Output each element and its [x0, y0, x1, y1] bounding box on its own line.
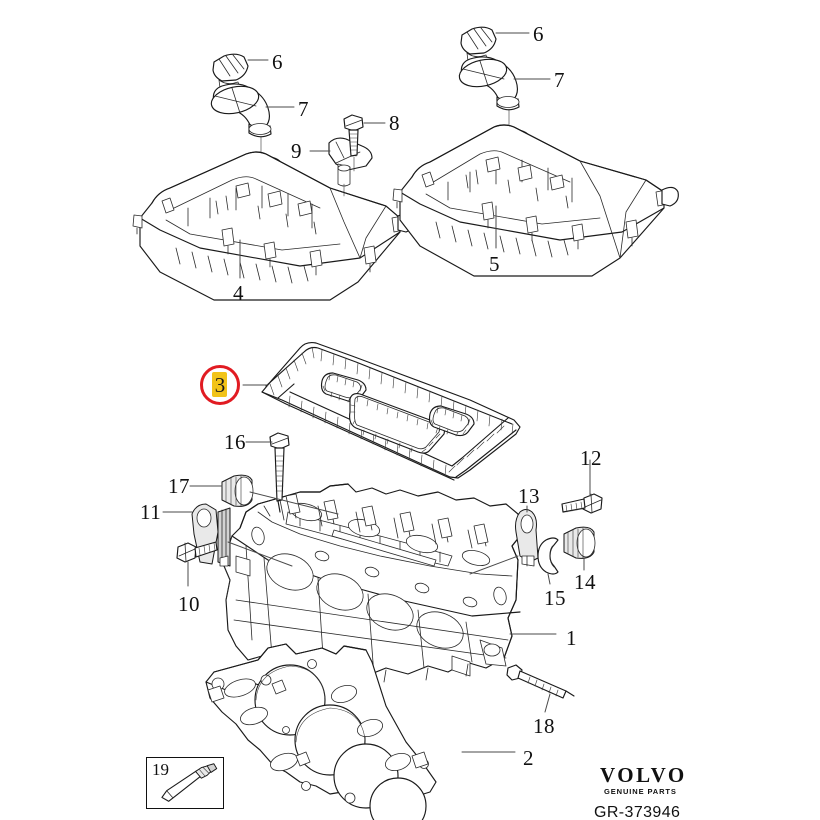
callout-3-highlighted[interactable]: 3 — [200, 365, 240, 405]
callout-10[interactable]: 10 — [178, 592, 200, 616]
head-intake-ports — [251, 526, 507, 606]
callout-6-left[interactable]: 6 — [272, 50, 283, 74]
callout-12[interactable]: 12 — [580, 446, 602, 470]
oil-filler-neck-right-icon — [458, 56, 520, 111]
bushing-icon — [563, 526, 596, 559]
gasket-texture — [269, 346, 514, 477]
head-cam-saddles — [279, 493, 489, 549]
callout-8[interactable]: 8 — [389, 111, 400, 135]
callout-11[interactable]: 11 — [140, 500, 162, 524]
gasket-opening-large — [349, 392, 445, 454]
valve-cover-right-lugs — [465, 156, 569, 209]
sealant-legend-box: 19 — [146, 757, 224, 809]
sealant-tube-icon — [161, 763, 218, 802]
callout-16[interactable]: 16 — [224, 430, 246, 454]
callout-7-right[interactable]: 7 — [554, 68, 565, 92]
cylinder-head-bolt-icon — [269, 432, 290, 513]
lifting-eye-icon — [515, 509, 539, 567]
leader-lines — [162, 32, 591, 753]
diagram-reference-code: GR-373946 — [594, 803, 681, 820]
sleeve-icon — [221, 474, 254, 507]
callout-4[interactable]: 4 — [233, 281, 244, 305]
cylinder-head — [223, 483, 521, 683]
callout-14[interactable]: 14 — [574, 570, 596, 594]
volvo-wordmark: VOLVO — [600, 763, 687, 787]
brand-block: VOLVO GENUINE PARTS GR-373946 — [594, 763, 800, 820]
callout-1[interactable]: 1 — [566, 626, 577, 650]
valve-cover-right-group — [392, 26, 679, 277]
callout-15[interactable]: 15 — [544, 586, 566, 610]
callout-6-right[interactable]: 6 — [533, 22, 544, 46]
valve-cover-left-group — [132, 53, 415, 301]
oil-filler-neck-left-icon — [210, 83, 272, 138]
seal-ring-icon — [537, 537, 559, 575]
callout-2[interactable]: 2 — [523, 746, 534, 770]
callout-5[interactable]: 5 — [489, 252, 500, 276]
callout-17[interactable]: 17 — [168, 474, 190, 498]
sealant-box-number: 19 — [152, 760, 169, 779]
valve-cover-right-mount-bosses — [392, 171, 669, 242]
gasket-opening-right — [428, 405, 475, 437]
stud-pin-icon — [506, 664, 575, 699]
callout-3-highlight-ring — [200, 365, 240, 405]
bolt-12-icon — [561, 493, 603, 514]
valve-cover-gasket — [261, 341, 521, 481]
hex-bolt-icon — [176, 541, 218, 563]
callout-3-label: 3 — [214, 372, 226, 397]
callout-7-left[interactable]: 7 — [298, 97, 309, 121]
head-gasket — [205, 643, 437, 820]
genuine-parts-tagline: GENUINE PARTS — [604, 787, 677, 796]
callout-9[interactable]: 9 — [291, 139, 302, 163]
sensor-bolt-icon — [343, 114, 364, 172]
callout-18[interactable]: 18 — [533, 714, 555, 738]
head-spark-plug-wells — [314, 550, 478, 608]
callout-13[interactable]: 13 — [518, 484, 540, 508]
valve-cover-lugs — [215, 182, 317, 235]
